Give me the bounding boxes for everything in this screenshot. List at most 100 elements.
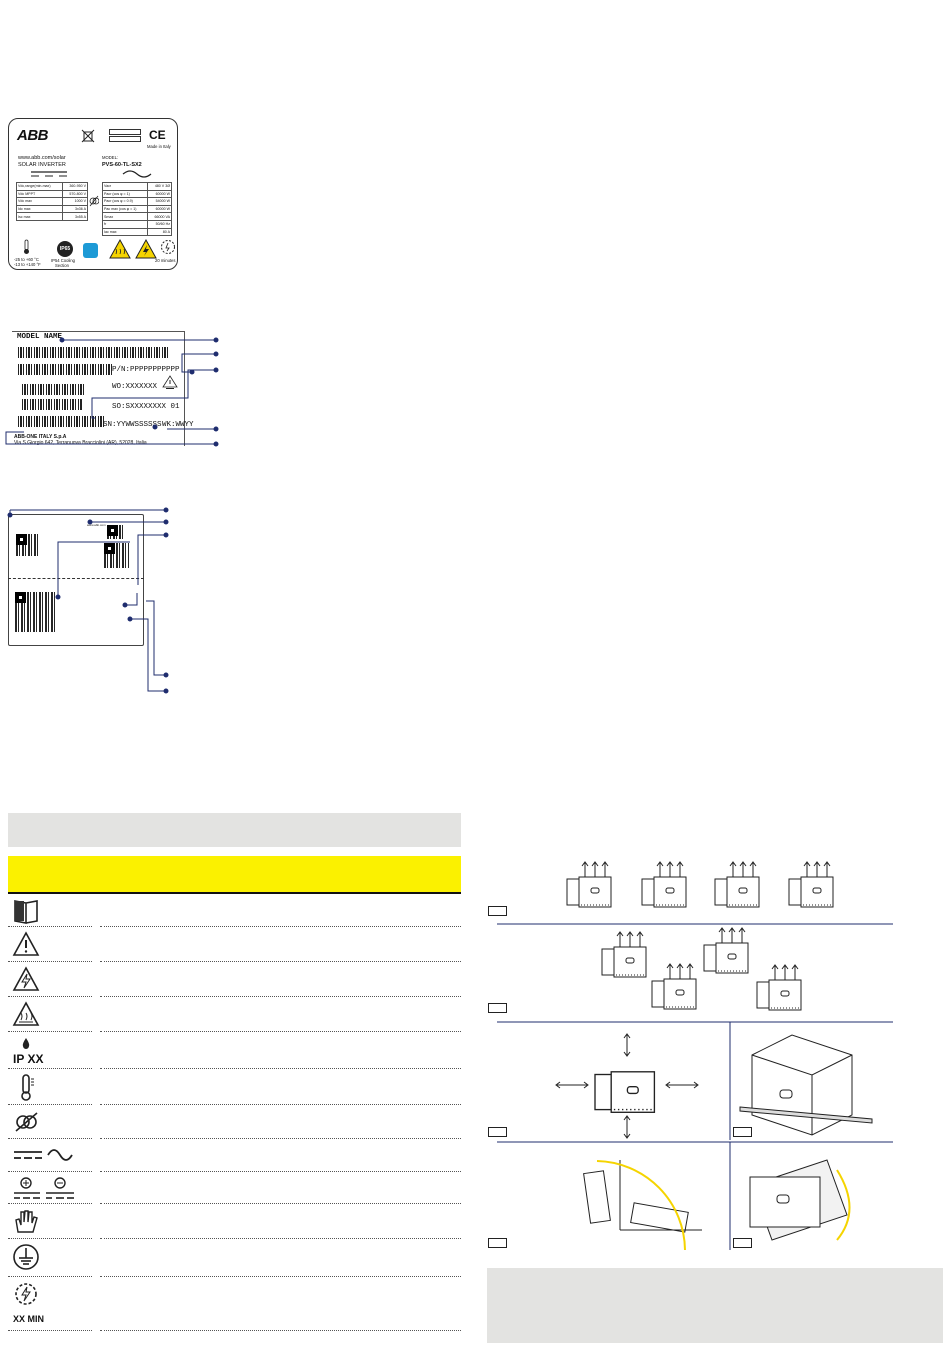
rating-plate: ABB CE Made in Italy www.abb.com/solar S… [8, 118, 178, 270]
row-description-line [104, 1203, 461, 1204]
manual-book-icon [14, 900, 38, 924]
row-description-line [104, 1031, 461, 1032]
product-label: MODEL NAME P/N:PPPPPPPPPPP WO:XXXXXXX SO… [12, 331, 194, 446]
dc-param: Idc max [16, 204, 63, 214]
row-description-line [104, 1068, 461, 1069]
row-divider-dash [100, 1138, 102, 1139]
dc-value: 360-950 V [61, 182, 89, 191]
cut-line [8, 578, 144, 579]
dc-param: Isc max [16, 212, 63, 221]
fig-tag-3 [488, 1127, 507, 1137]
ac-value: 480 V 3Ø [147, 182, 172, 191]
barcode-2 [18, 364, 113, 375]
ac-row: Pacr (cos φ = 1)60000 W [101, 189, 172, 199]
row-description-line [104, 1276, 461, 1277]
row-description-line [104, 1171, 461, 1172]
row-divider [8, 1138, 92, 1139]
ac-param: fr [101, 219, 149, 229]
ip-badge: IP65 [57, 241, 73, 257]
discharge-minutes: 20 minutes [155, 258, 176, 263]
warning-triangle-icon [12, 931, 40, 956]
qr-small-text: www.abb.com [87, 523, 106, 527]
ac-param: Pacr (cos φ = 1) [101, 189, 149, 199]
row-divider-dash [100, 1171, 102, 1172]
qr-code-large [15, 592, 55, 632]
row-description-line [104, 996, 461, 997]
part-number: P/N:PPPPPPPPPPP [112, 366, 180, 374]
dc-param: Vdc,range(min-max) [16, 182, 63, 191]
symbol-label: XX MIN [13, 1314, 45, 1324]
ac-row: Pac max (cos φ = 1)60000 W [101, 204, 172, 214]
qr-label: www.abb.com [8, 514, 144, 646]
symbol-label: IP XX [13, 1052, 44, 1066]
model: PVS-60-TL-SX2 [102, 162, 142, 168]
timer-icon [161, 240, 175, 254]
dc-ac-icon [14, 1149, 73, 1161]
address: Via S.Giorgio 642, Terranuova Bracciolin… [14, 440, 147, 446]
row-divider-dash [100, 1031, 102, 1032]
fig-tag-2 [488, 1003, 507, 1013]
weee-bin-icon [81, 129, 95, 143]
dc-value: 3x55 A [61, 212, 89, 221]
row-divider [8, 1276, 92, 1277]
note-box [487, 1268, 943, 1343]
hot-surface-icon [12, 1001, 40, 1026]
row-description-line [104, 1330, 461, 1331]
row-divider-dash [100, 1276, 102, 1277]
row-divider [8, 1031, 92, 1032]
ce-mark: CE [149, 128, 166, 142]
fig-tag-4 [733, 1127, 752, 1137]
barcode-5 [18, 416, 104, 427]
hot-surface-warning-icon [109, 239, 131, 259]
row-divider [8, 961, 92, 962]
small-warning-icon [162, 375, 178, 389]
model-caption: MODEL: [102, 155, 119, 160]
symbol-row [8, 1173, 461, 1205]
qr-label-callouts [7, 507, 169, 694]
ip-text-2: Section [55, 263, 69, 268]
symbol-row [8, 1140, 461, 1173]
no-isolation-transformer-icon [15, 1112, 38, 1132]
ac-value: 80 A [147, 227, 172, 237]
model-name-text: MODEL NAME [17, 333, 63, 341]
figures-canvas [497, 861, 893, 1251]
company: ABB-ONE ITALY S.p.A [14, 434, 67, 440]
ac-row: Pacr (cos φ = 0.9)54000 W [101, 197, 172, 206]
symbol-row [8, 1106, 461, 1140]
row-divider [8, 1104, 92, 1105]
installation-figures [487, 855, 893, 1255]
work-order: WO:XXXXXXX [112, 383, 158, 391]
qr-code-tiny [107, 525, 123, 539]
barcode-4 [22, 399, 82, 410]
ip-protection-icon [22, 1038, 30, 1049]
electrical-hazard-icon [12, 966, 40, 991]
discharge-time-icon [15, 1283, 37, 1305]
row-divider [8, 1203, 92, 1204]
row-divider-dash [100, 1330, 102, 1331]
dc-value: 570-800 V [61, 189, 89, 199]
fig-tag-1 [488, 906, 507, 916]
symbol-row [8, 1240, 461, 1278]
barcode-1 [18, 347, 168, 358]
row-description-line [104, 1104, 461, 1105]
ground-icon [13, 1244, 39, 1270]
website: www.abb.com/solar [18, 155, 66, 161]
row-description-line [104, 1238, 461, 1239]
row-divider [8, 1068, 92, 1069]
product-name: SOLAR INVERTER [18, 162, 66, 168]
row-divider [8, 1330, 92, 1331]
serial-number: SN:YYWWSSSSSS [103, 421, 162, 429]
row-description-line [104, 961, 461, 962]
row-divider-dash [100, 1068, 102, 1069]
row-divider-dash [100, 961, 102, 962]
dc-param: Vdc MPPT [16, 189, 63, 199]
dc-symbol-icon [31, 171, 67, 177]
week-number: WK:WWYY [162, 421, 194, 429]
ac-symbol-icon [122, 170, 152, 178]
dc-param: Vdc max [16, 197, 63, 206]
